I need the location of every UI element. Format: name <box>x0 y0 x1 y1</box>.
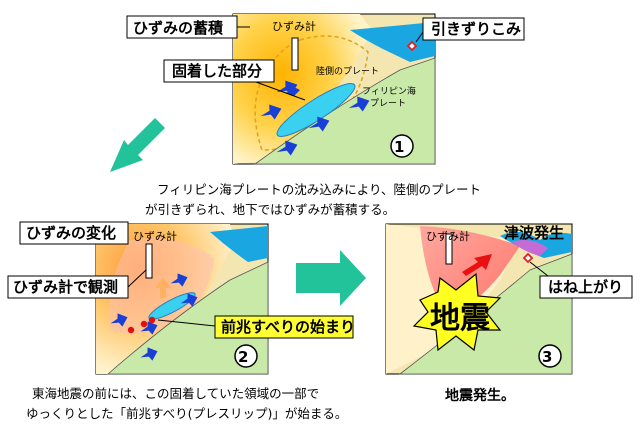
fixed-part-pointer <box>255 81 306 101</box>
strain-change-label: ひずみの変化 <box>26 224 116 242</box>
drag-in-box <box>422 17 525 41</box>
philippine-sea-plate <box>253 57 436 165</box>
panel-2-sea <box>210 226 268 262</box>
panel-3-number: 3 <box>542 348 552 366</box>
uplift-orange-arrow <box>155 278 171 298</box>
panel-2-plate-arrows <box>110 273 198 361</box>
panel-1: ひずみの蓄積 ひずみ計 引きずりこみ 固着した部分 陸側のプレート フィリピン海… <box>126 13 525 165</box>
fixed-part-label: 固着した部分 <box>172 62 262 80</box>
preslip-pointer <box>157 319 216 327</box>
drag-in-marker <box>406 40 418 52</box>
observation-pointer <box>127 269 147 288</box>
panel-2: ひずみの変化 ひずみ計 ひずみ計で観測 前兆すべりの始まり 2 <box>7 221 355 375</box>
philippine-plate-label-line1: フィリピン海 <box>362 85 416 97</box>
preslip-dots <box>127 316 156 334</box>
panel-3-strain-gauge-bar <box>445 233 453 265</box>
strain-gauge-bar <box>291 37 299 71</box>
panel-3: 地震 ひずみ計 津波発生 はね上がり 3 <box>385 223 633 375</box>
panel-3-uplift-zone <box>512 240 548 256</box>
caption-2-line-1: 東海地震の前には、この固着していた領域の一部で <box>32 386 319 401</box>
caption-2-line-2: ゆっくりとした「前兆すべり(プレスリップ)」が始まる。 <box>26 406 347 421</box>
arrow-1-to-2 <box>110 118 165 172</box>
caption-3-line-1: 地震発生。 <box>445 387 515 404</box>
panel-1-number: 1 <box>394 138 404 156</box>
tsunami-label: 津波発生 <box>504 224 564 242</box>
observation-label: ひずみ計で観測 <box>13 278 118 296</box>
drag-in-label: 引きずりこみ <box>431 20 521 38</box>
earthquake-label: 地震 <box>430 301 491 336</box>
strain-region <box>233 14 372 164</box>
rupture-red-arrow <box>462 254 492 276</box>
philippine-plate-label-line2: プレート <box>370 98 406 109</box>
caption-1-line-2: が引きずられ、地下ではひずみが蓄積する。 <box>145 202 395 217</box>
plate-motion-arrows <box>260 80 370 156</box>
preslip-start-label: 前兆すべりの始まり <box>221 318 355 336</box>
strain-gauge-label-2: ひずみ計 <box>133 229 177 243</box>
preslip-start-box <box>214 315 354 339</box>
panel-2-number: 2 <box>238 348 248 366</box>
uplift-box <box>539 275 633 299</box>
earthquake-burst <box>412 272 502 352</box>
sea-water <box>350 22 435 62</box>
caption-1-line-1: フィリピン海プレートの沈み込みにより、陸側のプレート <box>157 182 481 197</box>
panel-3-number-circle <box>538 344 562 368</box>
arrow-2-to-3 <box>296 250 366 306</box>
strain-gauge-label-1: ひずみ計 <box>272 19 316 33</box>
panel-1-number-circle <box>390 134 414 158</box>
uplift-pointer <box>529 261 549 277</box>
drag-in-pointer <box>415 31 424 43</box>
fixed-part-box <box>163 59 275 83</box>
uplift-label: はね上がり <box>548 278 623 296</box>
strain-accumulation-label: ひずみの蓄積 <box>133 19 224 37</box>
panel-2-fixed-zone <box>148 292 196 320</box>
panel-2-strain-gauge-bar <box>145 243 153 279</box>
strain-change-box <box>19 221 129 245</box>
continental-plate-label: 陸側のプレート <box>316 65 379 77</box>
uplift-marker <box>522 252 534 264</box>
strain-gauge-label-3: ひずみ計 <box>426 229 470 243</box>
panel-2-oceanic-plate <box>106 261 269 375</box>
panel-2-number-circle <box>234 344 258 368</box>
